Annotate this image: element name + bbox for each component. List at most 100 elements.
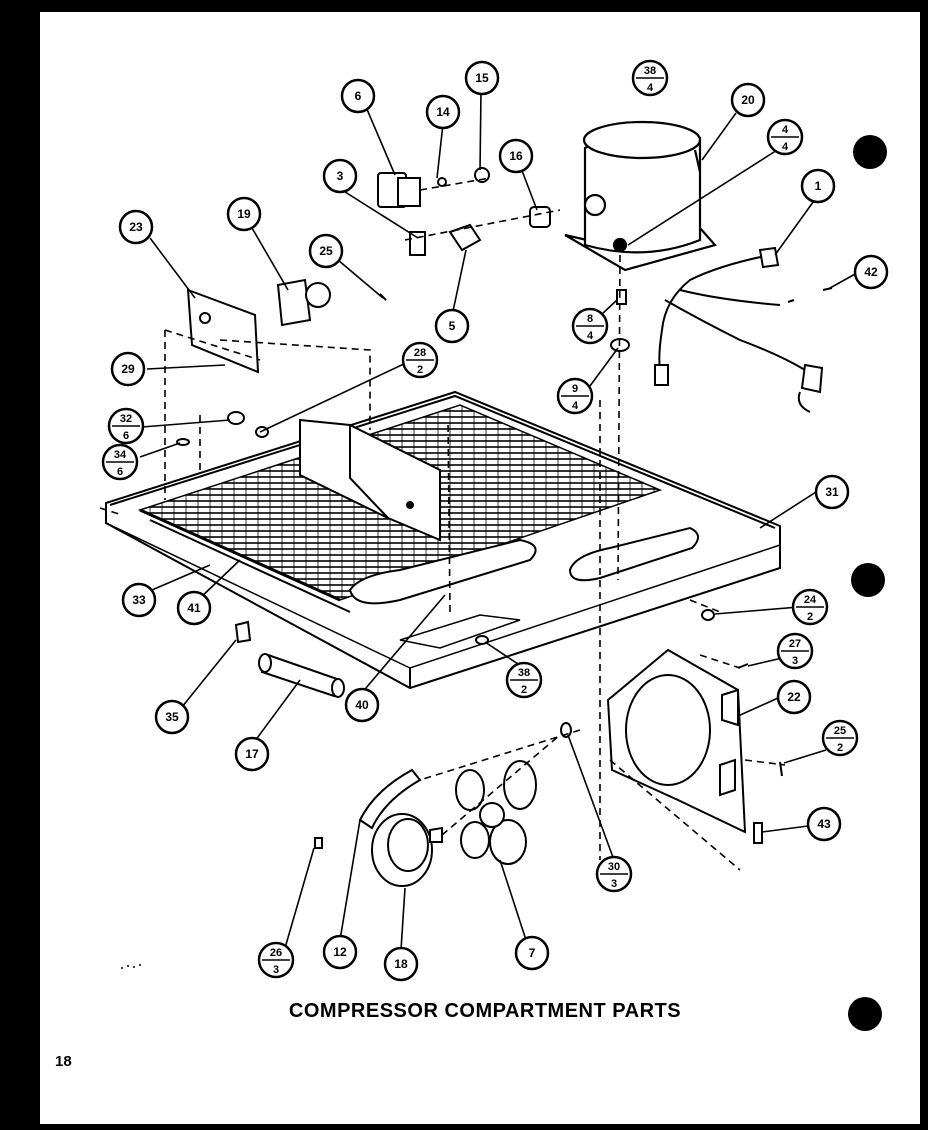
fraction-callout-32-6: 326 xyxy=(107,407,145,445)
svg-text:4: 4 xyxy=(572,400,579,412)
binder-hole-middle xyxy=(851,563,885,597)
binder-hole-bottom xyxy=(848,997,882,1031)
page-number: 18 xyxy=(55,1053,72,1070)
fraction-callout-4-4: 44 xyxy=(766,118,804,156)
svg-text:35: 35 xyxy=(165,710,179,724)
callout-20: 20 xyxy=(730,82,766,118)
fraction-callout-30-3: 303 xyxy=(595,855,633,893)
fraction-callout-8-4: 84 xyxy=(571,307,609,345)
svg-text:3: 3 xyxy=(611,878,617,890)
fan-shroud-bracket xyxy=(606,648,747,834)
svg-text:30: 30 xyxy=(608,861,620,873)
fraction-callout-27-3: 273 xyxy=(776,632,814,670)
svg-text:6: 6 xyxy=(117,466,123,478)
callout-23: 23 xyxy=(118,209,154,245)
fan-blade xyxy=(455,760,537,865)
svg-text:7: 7 xyxy=(529,946,536,960)
callout-41: 41 xyxy=(176,590,212,626)
svg-text:2: 2 xyxy=(417,364,423,376)
svg-text:2: 2 xyxy=(521,684,527,696)
svg-text:38: 38 xyxy=(644,65,656,77)
svg-text:23: 23 xyxy=(129,220,143,234)
drier xyxy=(234,620,345,698)
svg-text:3: 3 xyxy=(337,169,344,183)
callout-43: 43 xyxy=(806,806,842,842)
svg-text:16: 16 xyxy=(509,149,523,163)
svg-text:29: 29 xyxy=(121,362,135,376)
svg-text:19: 19 xyxy=(237,207,251,221)
svg-text:25: 25 xyxy=(834,725,846,737)
svg-text:42: 42 xyxy=(864,265,878,279)
svg-text:38: 38 xyxy=(518,667,530,679)
svg-text:4: 4 xyxy=(782,124,789,136)
svg-text:34: 34 xyxy=(114,449,127,461)
svg-text:26: 26 xyxy=(270,947,282,959)
callout-14: 14 xyxy=(425,94,461,130)
svg-text:3: 3 xyxy=(792,655,798,667)
svg-text:43: 43 xyxy=(817,817,831,831)
control-bracket xyxy=(186,278,331,374)
svg-text:1: 1 xyxy=(815,179,822,193)
svg-text:17: 17 xyxy=(245,747,259,761)
callout-17: 17 xyxy=(234,736,270,772)
callout-42: 42 xyxy=(853,254,889,290)
callout-29: 29 xyxy=(110,351,146,387)
svg-text:31: 31 xyxy=(825,485,839,499)
svg-text:32: 32 xyxy=(120,413,132,425)
svg-text:18: 18 xyxy=(394,957,408,971)
svg-text:24: 24 xyxy=(804,594,817,606)
svg-text:15: 15 xyxy=(475,71,489,85)
fraction-callout-26-3: 263 xyxy=(257,941,295,979)
relay-parts xyxy=(377,167,551,256)
scan-speck xyxy=(121,964,141,969)
callout-25: 25 xyxy=(308,233,344,269)
svg-text:8: 8 xyxy=(587,313,593,325)
drain-troughs xyxy=(348,526,699,649)
callout-5: 5 xyxy=(434,308,470,344)
svg-text:41: 41 xyxy=(187,601,201,615)
mounting-bracket xyxy=(299,418,441,542)
callout-19: 19 xyxy=(226,196,262,232)
fraction-callout-38-4: 384 xyxy=(631,59,669,97)
svg-text:4: 4 xyxy=(587,330,594,342)
diagram-title: COMPRESSOR COMPARTMENT PARTS xyxy=(288,1000,682,1022)
svg-text:40: 40 xyxy=(355,698,369,712)
compressor xyxy=(564,120,717,272)
callout-12: 12 xyxy=(322,934,358,970)
callout-35: 35 xyxy=(154,699,190,735)
svg-text:5: 5 xyxy=(449,319,456,333)
callout-1: 1 xyxy=(800,168,836,204)
svg-text:2: 2 xyxy=(807,611,813,623)
fan-motor xyxy=(358,768,443,887)
binder-hole-top xyxy=(853,135,887,169)
callout-33: 33 xyxy=(121,582,157,618)
fraction-callout-9-4: 94 xyxy=(556,377,594,415)
callout-15: 15 xyxy=(464,60,500,96)
svg-text:3: 3 xyxy=(273,964,279,976)
svg-text:4: 4 xyxy=(647,82,654,94)
callout-16: 16 xyxy=(498,138,534,174)
fraction-callout-24-2: 242 xyxy=(791,588,829,626)
wiring-harness xyxy=(654,246,824,413)
svg-text:12: 12 xyxy=(333,945,347,959)
callout-6: 6 xyxy=(340,78,376,114)
fraction-callout-38-2: 382 xyxy=(505,661,543,699)
fraction-callout-34-6: 346 xyxy=(101,443,139,481)
svg-text:6: 6 xyxy=(355,89,362,103)
svg-text:28: 28 xyxy=(414,347,426,359)
callout-3: 3 xyxy=(322,158,358,194)
svg-text:22: 22 xyxy=(787,690,801,704)
fraction-callout-25-2: 252 xyxy=(821,719,859,757)
callout-18: 18 xyxy=(383,946,419,982)
svg-text:4: 4 xyxy=(782,141,789,153)
svg-text:6: 6 xyxy=(123,430,129,442)
assembly-lines xyxy=(99,177,786,871)
svg-text:27: 27 xyxy=(789,638,801,650)
svg-text:20: 20 xyxy=(741,93,755,107)
svg-text:2: 2 xyxy=(837,742,843,754)
callout-40: 40 xyxy=(344,687,380,723)
svg-text:33: 33 xyxy=(132,593,146,607)
svg-text:14: 14 xyxy=(436,105,450,119)
svg-text:9: 9 xyxy=(572,383,578,395)
